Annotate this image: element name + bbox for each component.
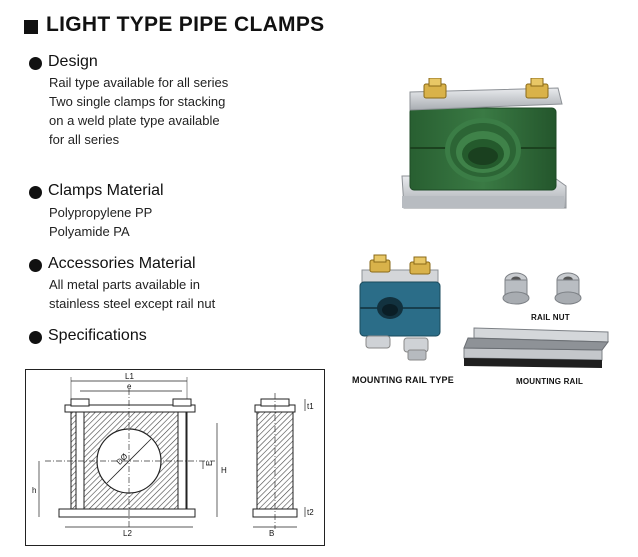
title-square-icon [24, 20, 38, 34]
mounting-rail-image [463, 327, 609, 368]
design-line-4: for all series [49, 132, 120, 147]
label-H: H [221, 466, 227, 475]
page-title: LIGHT TYPE PIPE CLAMPS [46, 13, 325, 36]
bullet-icon [29, 57, 42, 70]
bullet-icon [29, 259, 42, 272]
label-L1: L1 [125, 372, 134, 381]
bullet-icon [29, 186, 42, 199]
caption-mounting-rail: MOUNTING RAIL [516, 377, 584, 386]
design-line-1: Rail type available for all series [49, 75, 229, 90]
material-line-2: Polyamide PA [49, 224, 130, 239]
section-heading-specifications: Specifications [48, 327, 147, 344]
section-heading-clamps-material: Clamps Material [48, 182, 164, 199]
material-line-1: Polypropylene PP [49, 205, 153, 220]
label-e: e [127, 382, 132, 391]
section-heading-design: Design [48, 53, 98, 70]
design-line-2: Two single clamps for stacking [49, 94, 226, 109]
label-L2: L2 [123, 529, 132, 538]
rail-nut-image [502, 272, 582, 305]
caption-rail-nut: RAIL NUT [531, 313, 570, 322]
accessories-line-1: All metal parts available in [49, 277, 201, 292]
design-line-3: on a weld plate type available [49, 113, 220, 128]
specifications-technical-drawing: L1 e DØ E H h L2 B t1 t2 [25, 369, 325, 546]
label-t1: t1 [307, 402, 314, 411]
caption-mounting-rail-type: MOUNTING RAIL TYPE [352, 375, 454, 385]
label-t2: t2 [307, 508, 314, 517]
label-B: B [269, 529, 274, 538]
bullet-icon [29, 331, 42, 344]
green-clamp-image [401, 78, 567, 209]
label-h: h [32, 486, 36, 495]
mounting-rail-type-clamp-image [359, 254, 441, 361]
section-heading-accessories-material: Accessories Material [48, 255, 196, 272]
accessories-line-2: stainless steel except rail nut [49, 296, 216, 311]
label-E: E [205, 461, 214, 466]
